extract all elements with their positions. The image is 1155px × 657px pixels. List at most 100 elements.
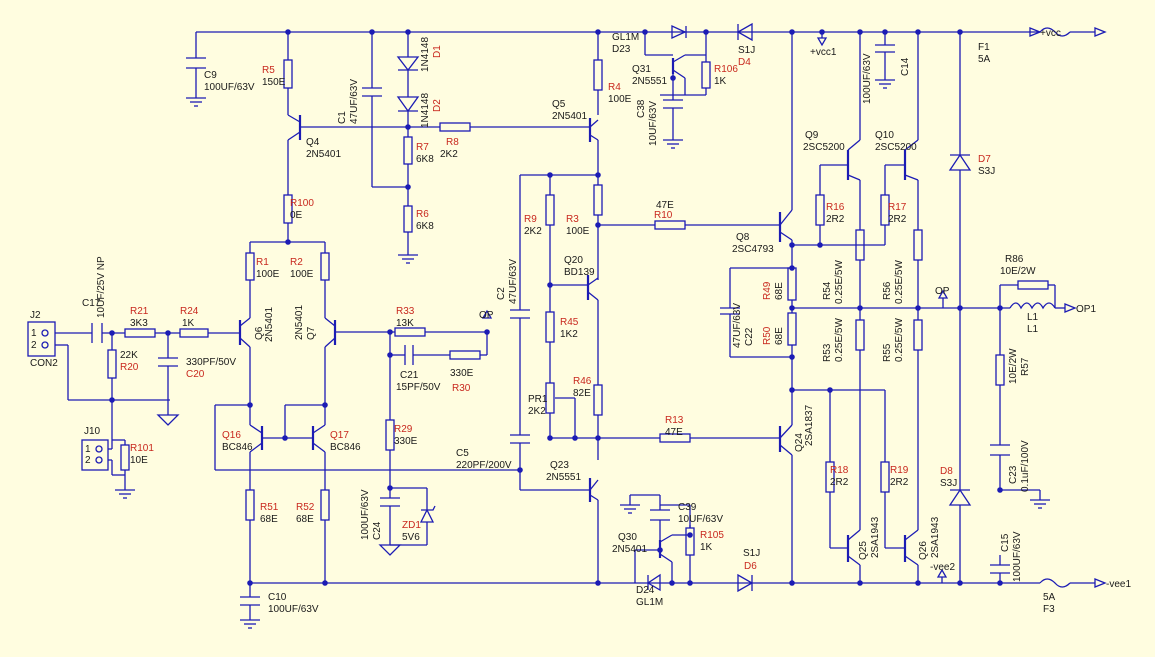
r45-value: 1K2 bbox=[560, 329, 578, 340]
r45-ref: R45 bbox=[560, 317, 579, 328]
r3-value: 100E bbox=[566, 226, 590, 237]
net-op-out: OP bbox=[935, 286, 950, 297]
r16-value: 2R2 bbox=[826, 214, 845, 225]
r46-ref: R46 bbox=[573, 376, 592, 387]
d2-ref: D2 bbox=[432, 99, 443, 112]
r51-body bbox=[245, 489, 255, 521]
r3-ref: R3 bbox=[566, 214, 579, 225]
r51-value: 68E bbox=[260, 514, 278, 525]
r86-ref: R86 bbox=[1005, 254, 1024, 265]
d6-value: S1J bbox=[743, 548, 760, 559]
q16-value: BC846 bbox=[222, 442, 253, 453]
r8-ref: R8 bbox=[446, 137, 459, 148]
d4-ref: D4 bbox=[738, 57, 751, 68]
c22-value: 47UF/63V bbox=[732, 303, 743, 348]
net-vee1: -vee1 bbox=[1106, 579, 1131, 590]
r101-ref: R101 bbox=[130, 443, 154, 454]
d24-value: GL1M bbox=[636, 597, 663, 608]
c21-value: 15PF/50V bbox=[396, 382, 441, 393]
r33-value: 13K bbox=[396, 318, 414, 329]
r24-body bbox=[179, 328, 209, 338]
c9-value: 100UF/63V bbox=[204, 82, 255, 93]
r21-body bbox=[124, 328, 156, 338]
r7-ref: R7 bbox=[416, 142, 429, 153]
c22-ref: C22 bbox=[744, 327, 755, 346]
c20-value: 330PF/50V bbox=[186, 357, 236, 368]
r21-ref: R21 bbox=[130, 306, 149, 317]
j2-ref: J2 bbox=[30, 310, 41, 321]
r50-value: 68E bbox=[774, 327, 785, 345]
q7-ref: Q7 bbox=[306, 326, 317, 340]
c9-ref: C9 bbox=[204, 70, 217, 81]
f3-ref: F3 bbox=[1043, 604, 1055, 615]
net-vcc: +vcc bbox=[1040, 28, 1061, 39]
r10-ref: R10 bbox=[654, 210, 673, 221]
r9-value: 2K2 bbox=[524, 226, 542, 237]
c5-value: 220PF/200V bbox=[456, 460, 512, 471]
r101-body bbox=[120, 444, 130, 471]
r106-value: 1K bbox=[714, 76, 727, 87]
q20-ref: Q20 bbox=[564, 255, 583, 266]
c1-value: 47UF/63V bbox=[349, 79, 360, 124]
r56-value: 0.25E/5W bbox=[894, 260, 905, 304]
q24-ref: Q24 bbox=[794, 433, 805, 452]
r17-body bbox=[880, 194, 890, 226]
r18-body bbox=[825, 461, 835, 493]
r56-ref: R56 bbox=[882, 281, 893, 300]
f3-value: 5A bbox=[1043, 592, 1056, 603]
components bbox=[27, 22, 1107, 629]
pr1-ref: PR1 bbox=[528, 394, 548, 405]
c14-value: 100UF/63V bbox=[862, 53, 873, 104]
r5-body bbox=[283, 59, 293, 89]
r19-value: 2R2 bbox=[890, 477, 909, 488]
r1-body bbox=[245, 252, 255, 281]
r5-value: 150E bbox=[262, 77, 286, 88]
q4-ref: Q4 bbox=[306, 137, 320, 148]
l1-value: L1 bbox=[1027, 324, 1039, 335]
d1-ref: D1 bbox=[432, 45, 443, 58]
r7-value: 6K8 bbox=[416, 154, 434, 165]
q23-value: 2N5551 bbox=[546, 472, 581, 483]
net-vee2: -vee2 bbox=[930, 562, 955, 573]
c1-ref: C1 bbox=[337, 111, 348, 124]
labels: +vcc +vcc1 -vee1 -vee2 OP OP OP1 J2 CON2… bbox=[30, 28, 1131, 615]
c17-value: 10UF/25V NP bbox=[96, 256, 107, 318]
c38-ref: C38 bbox=[636, 99, 647, 118]
r10-body bbox=[654, 220, 686, 230]
r49-value: 68E bbox=[774, 282, 785, 300]
r2-body bbox=[320, 252, 330, 281]
q5-value: 2N5401 bbox=[552, 111, 587, 122]
r21-value: 3K3 bbox=[130, 318, 148, 329]
r52-body bbox=[320, 489, 330, 521]
c10-ref: C10 bbox=[268, 592, 287, 603]
d1-value: 1N4148 bbox=[420, 37, 431, 72]
r54-value: 0.25E/5W bbox=[834, 260, 845, 304]
zd1-ref: ZD1 bbox=[402, 520, 421, 531]
r86-value: 10E/2W bbox=[1000, 266, 1036, 277]
r16-body bbox=[815, 194, 825, 226]
r57-ref: R57 bbox=[1020, 357, 1031, 376]
j2-pin1: 1 bbox=[31, 328, 37, 339]
c21-ref: C21 bbox=[400, 370, 419, 381]
q16-ref: Q16 bbox=[222, 430, 241, 441]
r57-value: 10E/2W bbox=[1008, 348, 1019, 384]
r7-body bbox=[403, 136, 413, 165]
q31-value: 2N5551 bbox=[632, 76, 667, 87]
r54-body bbox=[855, 229, 865, 261]
r46-body bbox=[593, 384, 603, 416]
r6-value: 6K8 bbox=[416, 221, 434, 232]
d7-value: S3J bbox=[978, 166, 995, 177]
r53-value: 0.25E/5W bbox=[834, 318, 845, 362]
r19-ref: R19 bbox=[890, 465, 909, 476]
r13-ref: R13 bbox=[665, 415, 684, 426]
r20-ref: R20 bbox=[120, 362, 139, 373]
c17-ref: C17 bbox=[82, 298, 101, 309]
c2-ref: C2 bbox=[496, 287, 507, 300]
j2-value: CON2 bbox=[30, 358, 58, 369]
r6-ref: R6 bbox=[416, 209, 429, 220]
r17-ref: R17 bbox=[888, 202, 907, 213]
r19-body bbox=[880, 461, 890, 493]
r16-ref: R16 bbox=[826, 202, 845, 213]
c20-ref: C20 bbox=[186, 369, 205, 380]
